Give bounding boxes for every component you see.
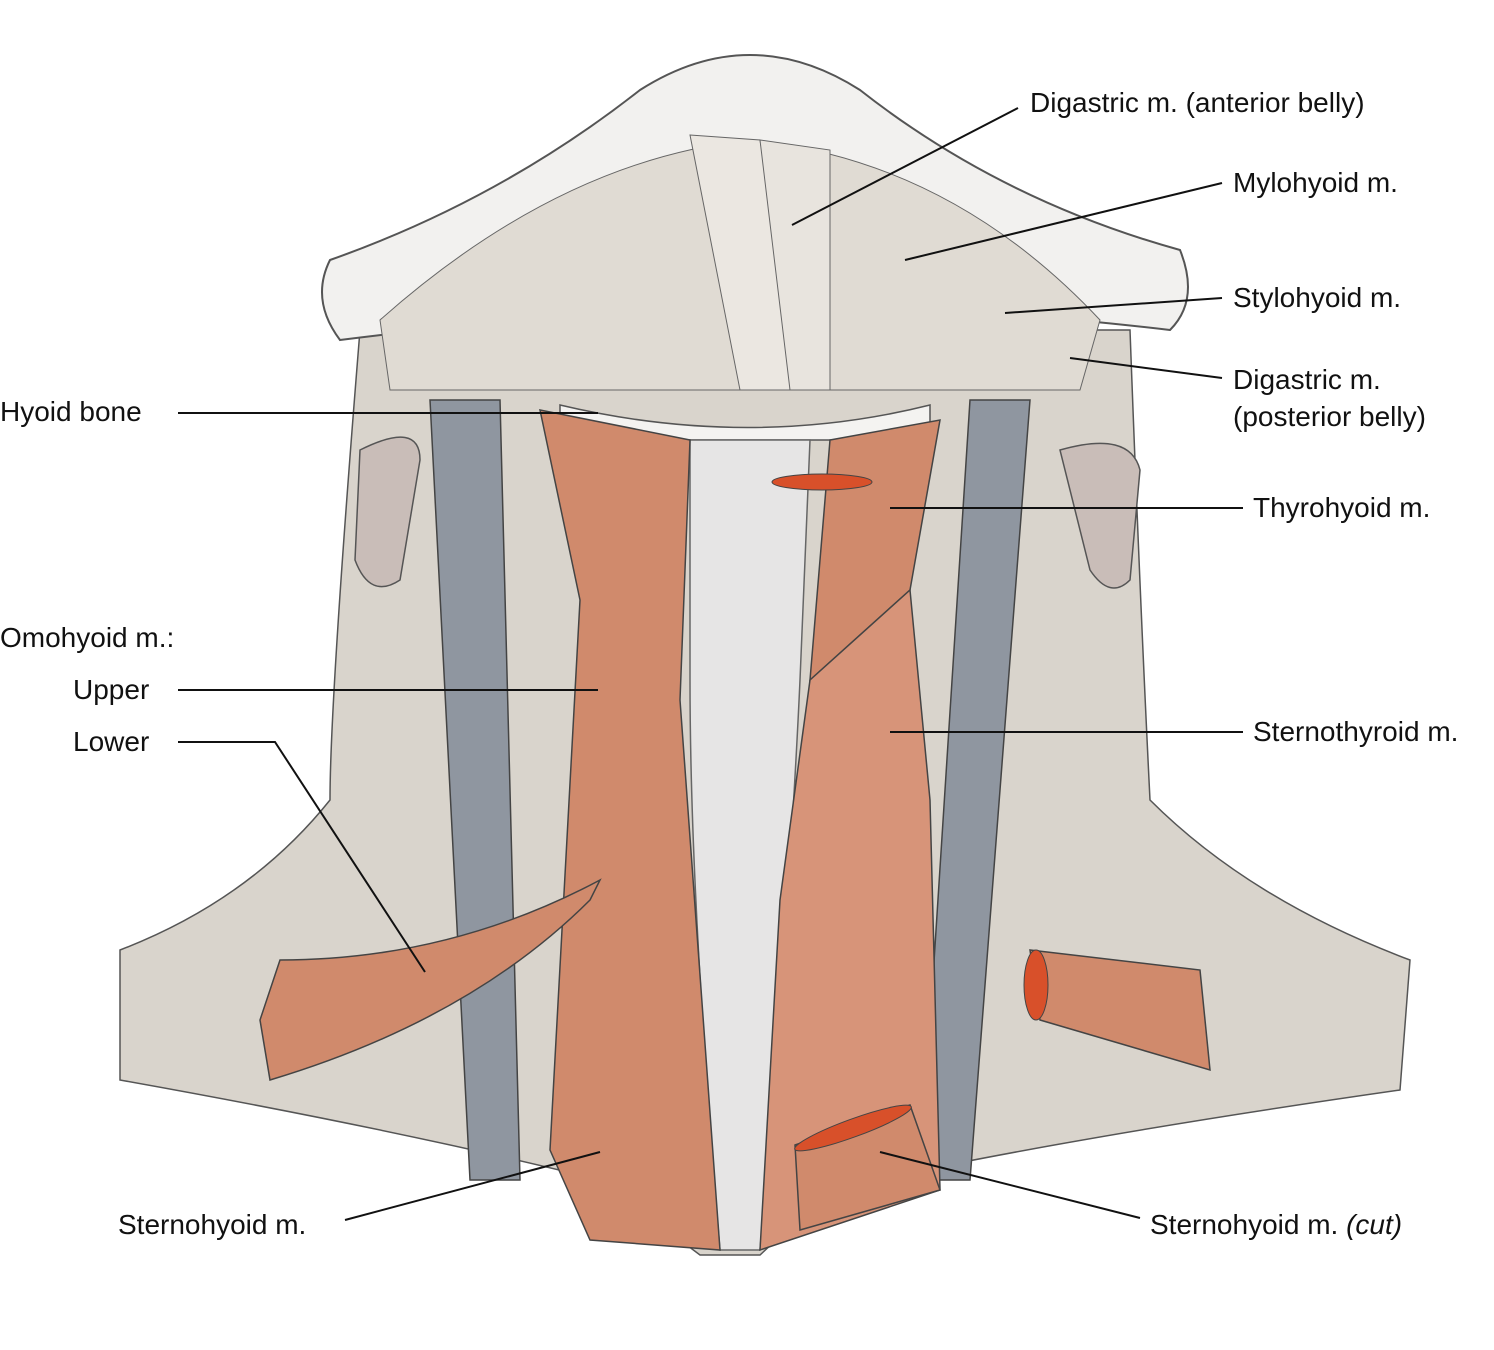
label-sternohyoid: Sternohyoid m. <box>118 1209 307 1240</box>
leader-sternohyoid <box>344 1151 601 1221</box>
leader-sternohyoid-cut <box>879 1151 1141 1219</box>
leader-stylohyoid <box>1004 297 1223 314</box>
jugular-vein-right <box>919 399 1031 1181</box>
omohyoid-lower-belly-left <box>259 878 602 1081</box>
label-sternohyoid-cut: Sternohyoid m. (cut) <box>1150 1208 1402 1242</box>
label-sternothyroid: Sternothyroid m. <box>1253 716 1459 747</box>
label-hyoid-bone: Hyoid bone <box>0 396 142 427</box>
leader-mylohyoid <box>904 182 1223 261</box>
label-digastric-posterior-note: (posterior belly) <box>1233 401 1426 432</box>
leader-lines <box>178 107 1243 1221</box>
label-digastric-anterior: Digastric m. (anterior belly) <box>1030 87 1365 118</box>
thyrohyoid-cut-surface <box>771 473 873 491</box>
label-thyrohyoid: Thyrohyoid m. <box>1253 492 1431 523</box>
label-omohyoid-upper: Upper <box>73 674 150 705</box>
sternohyoid-muscle-left <box>539 409 721 1251</box>
gland-left <box>354 436 421 588</box>
digastric-anterior-belly-right <box>759 139 831 391</box>
leader-digastric-posterior <box>1069 357 1223 379</box>
leader-digastric-anterior <box>791 107 1019 226</box>
sternohyoid-cut-surface <box>794 1104 912 1152</box>
label-mylohyoid: Mylohyoid m. <box>1233 167 1398 198</box>
gland-right <box>1059 442 1141 589</box>
label-digastric-posterior: Digastric m. <box>1233 364 1381 395</box>
leader-omohyoid-lower <box>178 741 426 973</box>
hyoid-bone <box>559 404 931 441</box>
omohyoid-cut-surface <box>1023 949 1049 1021</box>
label-stylohyoid: Stylohyoid m. <box>1233 282 1402 313</box>
label-sternohyoid-cut-text: Sternohyoid m. <box>1150 1209 1339 1240</box>
label-cut-note: (cut) <box>1346 1209 1403 1240</box>
label-omohyoid-lower: Lower <box>73 726 150 757</box>
label-omohyoid: Omohyoid m.: <box>0 622 175 653</box>
jugular-vein-left <box>429 399 521 1181</box>
